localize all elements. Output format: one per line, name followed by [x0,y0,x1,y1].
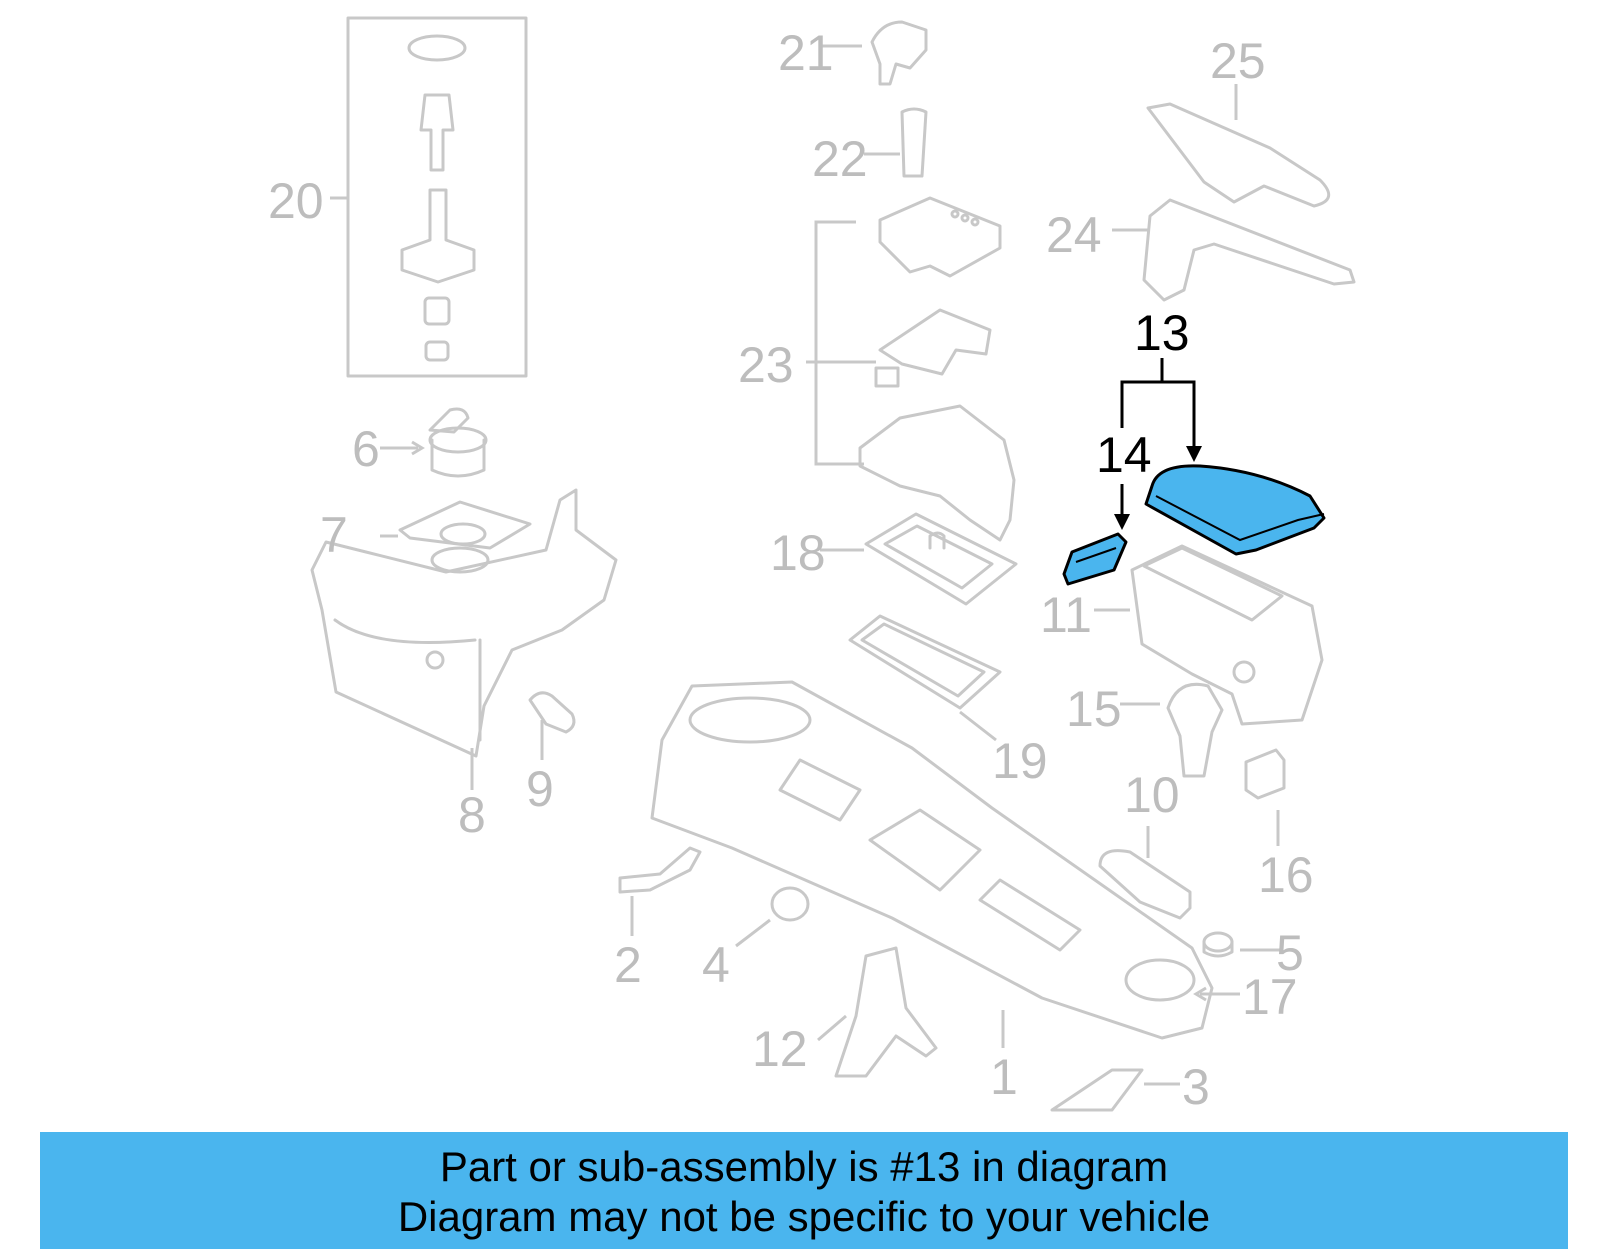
callout-19: 19 [992,733,1048,789]
part-11-armrest-base[interactable] [1094,544,1324,726]
banner-line-part: Part or sub-assembly is #13 in diagram [439,1143,1169,1190]
part-19-bezel[interactable] [848,614,1002,742]
callout-22: 22 [812,131,868,187]
part-24-handbrake-lever[interactable] [1112,198,1356,302]
part-12-bracket[interactable] [817,946,938,1078]
callout-4: 4 [702,937,730,993]
callout-8: 8 [458,787,486,843]
callout-15: 15 [1066,681,1122,737]
parts-diagram: 20 6 7 8 9 21 22 [268,16,1356,1115]
part-1-center-console[interactable] [650,680,1214,1048]
part-25-handbrake-boot[interactable] [1146,84,1331,208]
callout-10: 10 [1124,767,1180,823]
info-banner: Part or sub-assembly is #13 in diagram D… [40,1132,1568,1249]
callout-13: 13 [1134,305,1190,361]
part-9-plug[interactable] [528,691,576,760]
callout-11: 11 [1040,587,1092,643]
callout-5: 5 [1276,925,1304,981]
callout-20: 20 [268,173,324,229]
part-18-shift-boot-trim[interactable] [820,512,1018,606]
part-13-armrest-lid[interactable] [1144,464,1326,556]
part-4-plug[interactable] [735,886,810,948]
part-21-sensor[interactable] [822,20,928,86]
part-10-trim-piece[interactable] [1098,826,1192,920]
callout-2: 2 [614,937,642,993]
callout-23: 23 [738,337,794,393]
part-14-latch-insert[interactable] [1062,532,1128,586]
leader-13 [1120,358,1202,462]
callout-16: 16 [1258,847,1314,903]
callout-6: 6 [352,421,380,477]
part-5-clip[interactable] [1202,931,1280,958]
callout-12: 12 [752,1021,808,1077]
callout-3: 3 [1182,1059,1210,1115]
part-6-cup-holder-insert[interactable] [380,407,488,478]
part-23-shifter-assembly[interactable] [806,196,1016,542]
part-3-trim[interactable] [1050,1068,1180,1112]
callout-24: 24 [1046,207,1102,263]
callout-25: 25 [1210,33,1266,89]
callout-1: 1 [990,1049,1018,1105]
part-16-bracket[interactable] [1244,748,1286,846]
callout-9: 9 [526,761,554,817]
part-17-cup-holder[interactable] [1193,986,1240,1002]
callout-7: 7 [320,507,348,563]
callout-14: 14 [1096,427,1152,483]
part-2-bracket[interactable] [618,846,702,936]
part-20-shift-knob-kit[interactable] [330,16,528,378]
part-8-console-housing[interactable] [310,488,618,790]
callout-18: 18 [770,525,826,581]
callout-17: 17 [1242,969,1298,1025]
callout-21: 21 [778,25,834,81]
part-22-lever[interactable] [864,107,928,178]
leader-14 [1114,484,1130,530]
banner-line-disclaimer: Diagram may not be specific to your vehi… [397,1193,1211,1240]
part-15-latch[interactable] [1120,682,1224,778]
